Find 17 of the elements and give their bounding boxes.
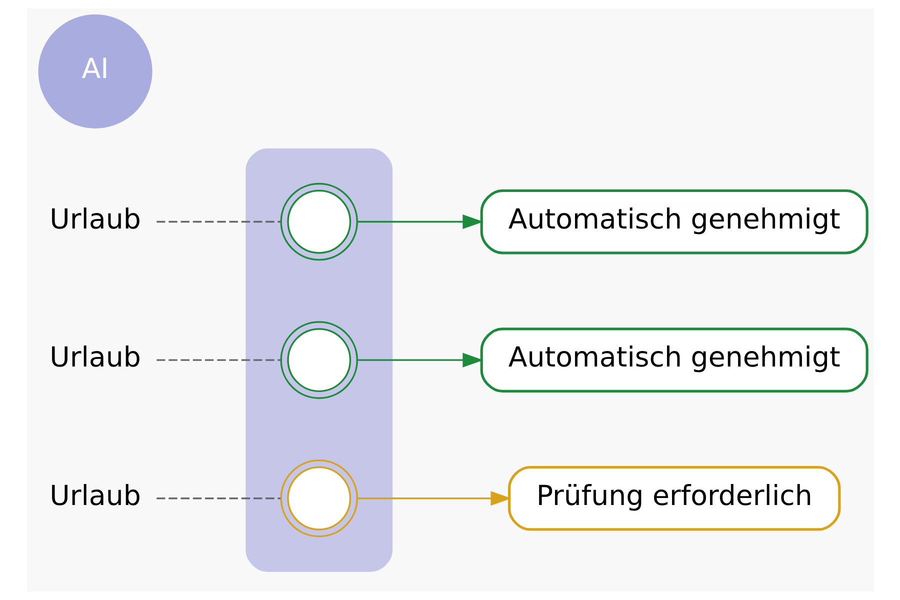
node-box: Automatisch genehmigt: [480, 328, 868, 392]
arrow: [356, 352, 483, 368]
node-text: Urlaub: [49, 202, 140, 236]
node-circle: [280, 182, 358, 261]
connector: [156, 359, 280, 361]
cluster: [245, 148, 392, 572]
node-circle: AI: [38, 14, 152, 128]
arrow: [356, 214, 483, 230]
node-text: Urlaub: [49, 340, 140, 374]
arrow: [356, 491, 511, 506]
connector: [156, 498, 280, 500]
node-box: Automatisch genehmigt: [480, 189, 868, 254]
node-circle: [280, 459, 358, 538]
node-text: Urlaub: [49, 478, 140, 512]
node-circle: [280, 321, 358, 399]
node-box: Prüfung erforderlich: [507, 466, 840, 531]
connector: [156, 220, 280, 223]
